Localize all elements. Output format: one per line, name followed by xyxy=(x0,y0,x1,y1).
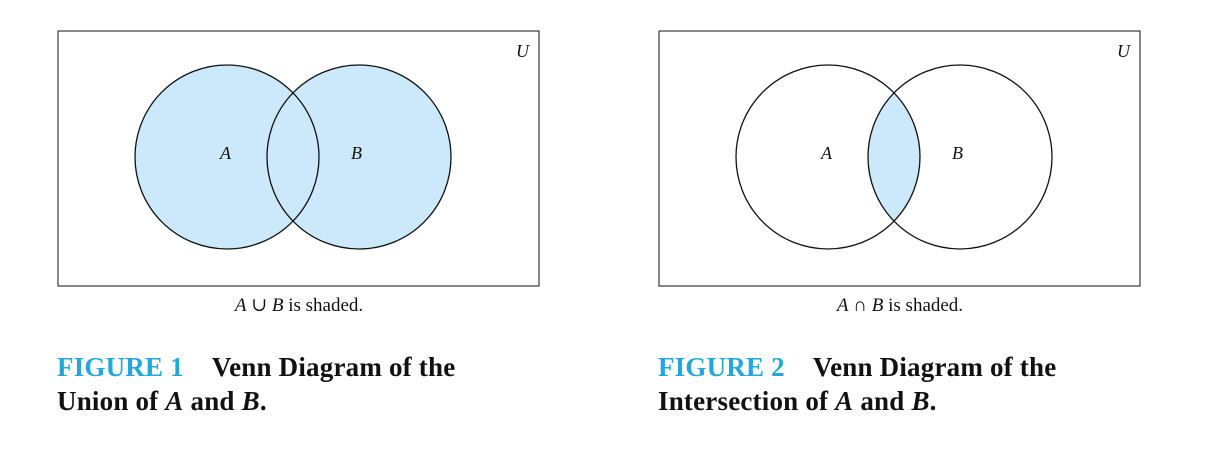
figure-1-caption: A ∪ B is shaded. xyxy=(57,294,541,318)
venn-diagram-intersection: U A B xyxy=(658,30,1141,287)
caption-operator: ∪ xyxy=(251,295,268,316)
set-a-label: A xyxy=(820,143,833,163)
caption-set-a: A xyxy=(836,295,849,316)
set-a-circle xyxy=(735,64,921,250)
set-b-circle xyxy=(867,64,1053,250)
set-b-label: B xyxy=(351,143,362,163)
set-b-circle xyxy=(266,64,452,250)
set-a-circle xyxy=(134,64,320,250)
caption-set-b: B xyxy=(871,295,884,316)
universe-label: U xyxy=(1117,41,1131,61)
set-b-region xyxy=(267,65,451,249)
caption-operator: ∩ xyxy=(853,295,868,316)
title-set-b: B xyxy=(911,386,930,416)
title-and: and xyxy=(853,386,912,416)
figure-1-title: FIGURE 1 Venn Diagram of the Union of A a… xyxy=(57,350,541,418)
caption-suffix: is shaded. xyxy=(283,295,364,316)
figure-number: FIGURE 2 xyxy=(658,352,785,382)
set-a-label: A xyxy=(219,143,232,163)
set-a-region xyxy=(135,65,319,249)
title-line-1: Venn Diagram of the xyxy=(812,352,1057,382)
set-b-label: B xyxy=(952,143,963,163)
title-line-2-prefix: Union of xyxy=(57,386,166,416)
title-set-a: A xyxy=(165,386,184,416)
title-set-a: A xyxy=(835,386,854,416)
title-line-1: Venn Diagram of the xyxy=(211,352,456,382)
venn-diagram-union: U A B xyxy=(57,30,540,287)
caption-set-a: A xyxy=(234,295,247,316)
title-end: . xyxy=(259,386,267,416)
title-and: and xyxy=(183,386,242,416)
title-line-2-prefix: Intersection of xyxy=(658,386,836,416)
figure-number: FIGURE 1 xyxy=(57,352,184,382)
universe-label: U xyxy=(516,41,530,61)
caption-set-b: B xyxy=(271,295,284,316)
title-set-b: B xyxy=(241,386,260,416)
title-end: . xyxy=(929,386,937,416)
figure-2-title: FIGURE 2 Venn Diagram of the Intersection… xyxy=(658,350,1142,418)
figure-2-caption: A ∩ B is shaded. xyxy=(658,294,1142,318)
caption-suffix: is shaded. xyxy=(883,295,964,316)
